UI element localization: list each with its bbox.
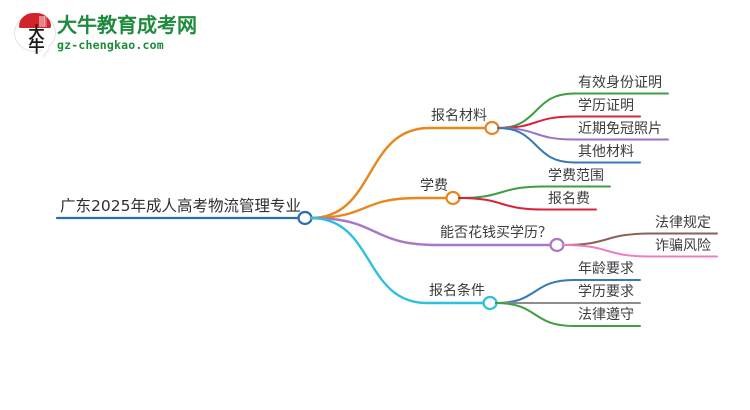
logo-bubble-tail-shape xyxy=(42,44,49,57)
branch-node-label-2[interactable]: 学费 xyxy=(420,178,448,194)
logo-red-cap-shape xyxy=(19,13,51,28)
branch-node-label-4[interactable]: 报名条件 xyxy=(429,283,485,299)
root-node-label[interactable]: 广东2025年成人高考物流管理专业 xyxy=(60,197,301,215)
leaf-node-label-1-2[interactable]: 学历证明 xyxy=(578,97,634,114)
leaf-node-label-1-3[interactable]: 近期免冠照片 xyxy=(578,120,662,137)
leaf-node-label-4-2[interactable]: 学历要求 xyxy=(578,284,634,300)
leaf-node-label-2-2[interactable]: 报名费 xyxy=(548,190,590,207)
brand-text-block: 大牛教育成考网 gz-chengkao.com xyxy=(57,13,197,53)
branch-node-label-3[interactable]: 能否花钱买学历？ xyxy=(440,225,552,241)
brand-name: 大牛教育成考网 xyxy=(57,13,197,37)
leaf-node-label-4-3[interactable]: 法律遵守 xyxy=(578,307,634,323)
brand-logo-icon: 大 牛 xyxy=(14,11,58,57)
brand-domain: gz-chengkao.com xyxy=(57,38,164,52)
logo-char-niu: 牛 xyxy=(28,37,44,56)
leaf-node-label-3-2[interactable]: 诈骗风险 xyxy=(655,237,711,254)
leaf-node-label-1-1[interactable]: 有效身份证明 xyxy=(578,74,662,91)
site-header: 大 牛 大牛教育成考网 gz-chengkao.com xyxy=(0,0,750,68)
leaf-node-label-1-4[interactable]: 其他材料 xyxy=(578,143,634,160)
leaf-node-label-2-1[interactable]: 学费范围 xyxy=(548,167,604,184)
leaf-node-label-3-1[interactable]: 法律规定 xyxy=(655,214,711,231)
logo-characters: 大 牛 xyxy=(18,24,54,55)
branch-node-label-1[interactable]: 报名材料 xyxy=(431,108,487,124)
leaf-node-label-4-1[interactable]: 年龄要求 xyxy=(578,261,634,277)
logo-char-da: 大 xyxy=(28,23,44,42)
